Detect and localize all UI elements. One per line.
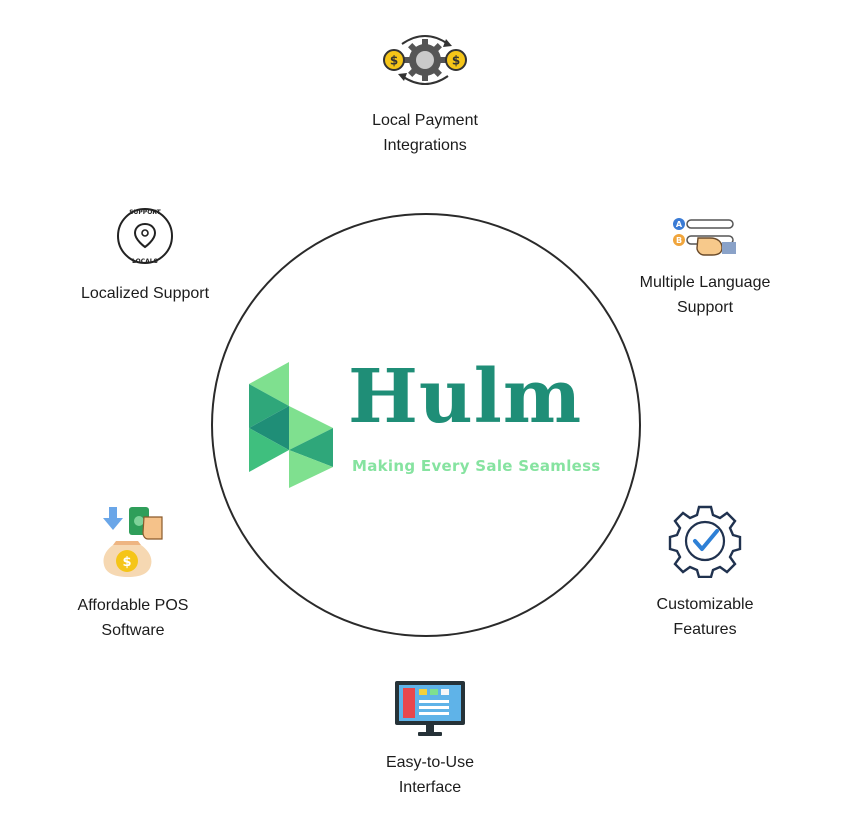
feature-label: Easy-to-Use Interface [385, 754, 475, 796]
feature-label: Affordable POS Software [77, 597, 189, 639]
feature-customizable: Customizable Features [620, 504, 790, 642]
svg-text:SUPPORT: SUPPORT [129, 209, 161, 216]
feature-easy-interface: Easy-to-Use Interface [345, 680, 515, 800]
feature-multiple-language: A B Multiple Language Support [615, 214, 795, 320]
support-local-badge-icon: SUPPORT LOCALS [117, 208, 173, 265]
center-circle [211, 213, 641, 637]
coin-gear-icon: $ $ [383, 35, 467, 85]
svg-text:$: $ [122, 555, 131, 570]
hulm-logo-icon [249, 362, 333, 488]
brand-tagline: Making Every Sale Seamless [352, 457, 601, 475]
svg-text:A: A [676, 220, 683, 229]
feature-localized-support: SUPPORT LOCALS Localized Support [60, 205, 230, 306]
feature-affordable-pos: $ Affordable POS Software [48, 505, 218, 643]
svg-text:$: $ [390, 54, 398, 68]
brand-name: Hulm [348, 354, 583, 440]
feature-label: Customizable Features [656, 596, 754, 638]
feature-label: Localized Support [80, 285, 210, 302]
gear-check-icon [668, 505, 742, 578]
language-select-icon: A B [673, 218, 736, 256]
monitor-icon [395, 681, 465, 736]
feature-local-payment: $ $ Local Payment Integrations [340, 30, 510, 158]
feature-label: Multiple Language Support [639, 274, 771, 316]
feature-label: Local Payment Integrations [372, 112, 478, 154]
svg-text:B: B [676, 236, 682, 245]
money-bag-icon: $ [103, 507, 163, 577]
svg-text:LOCALS: LOCALS [132, 258, 158, 265]
svg-text:$: $ [452, 54, 460, 68]
